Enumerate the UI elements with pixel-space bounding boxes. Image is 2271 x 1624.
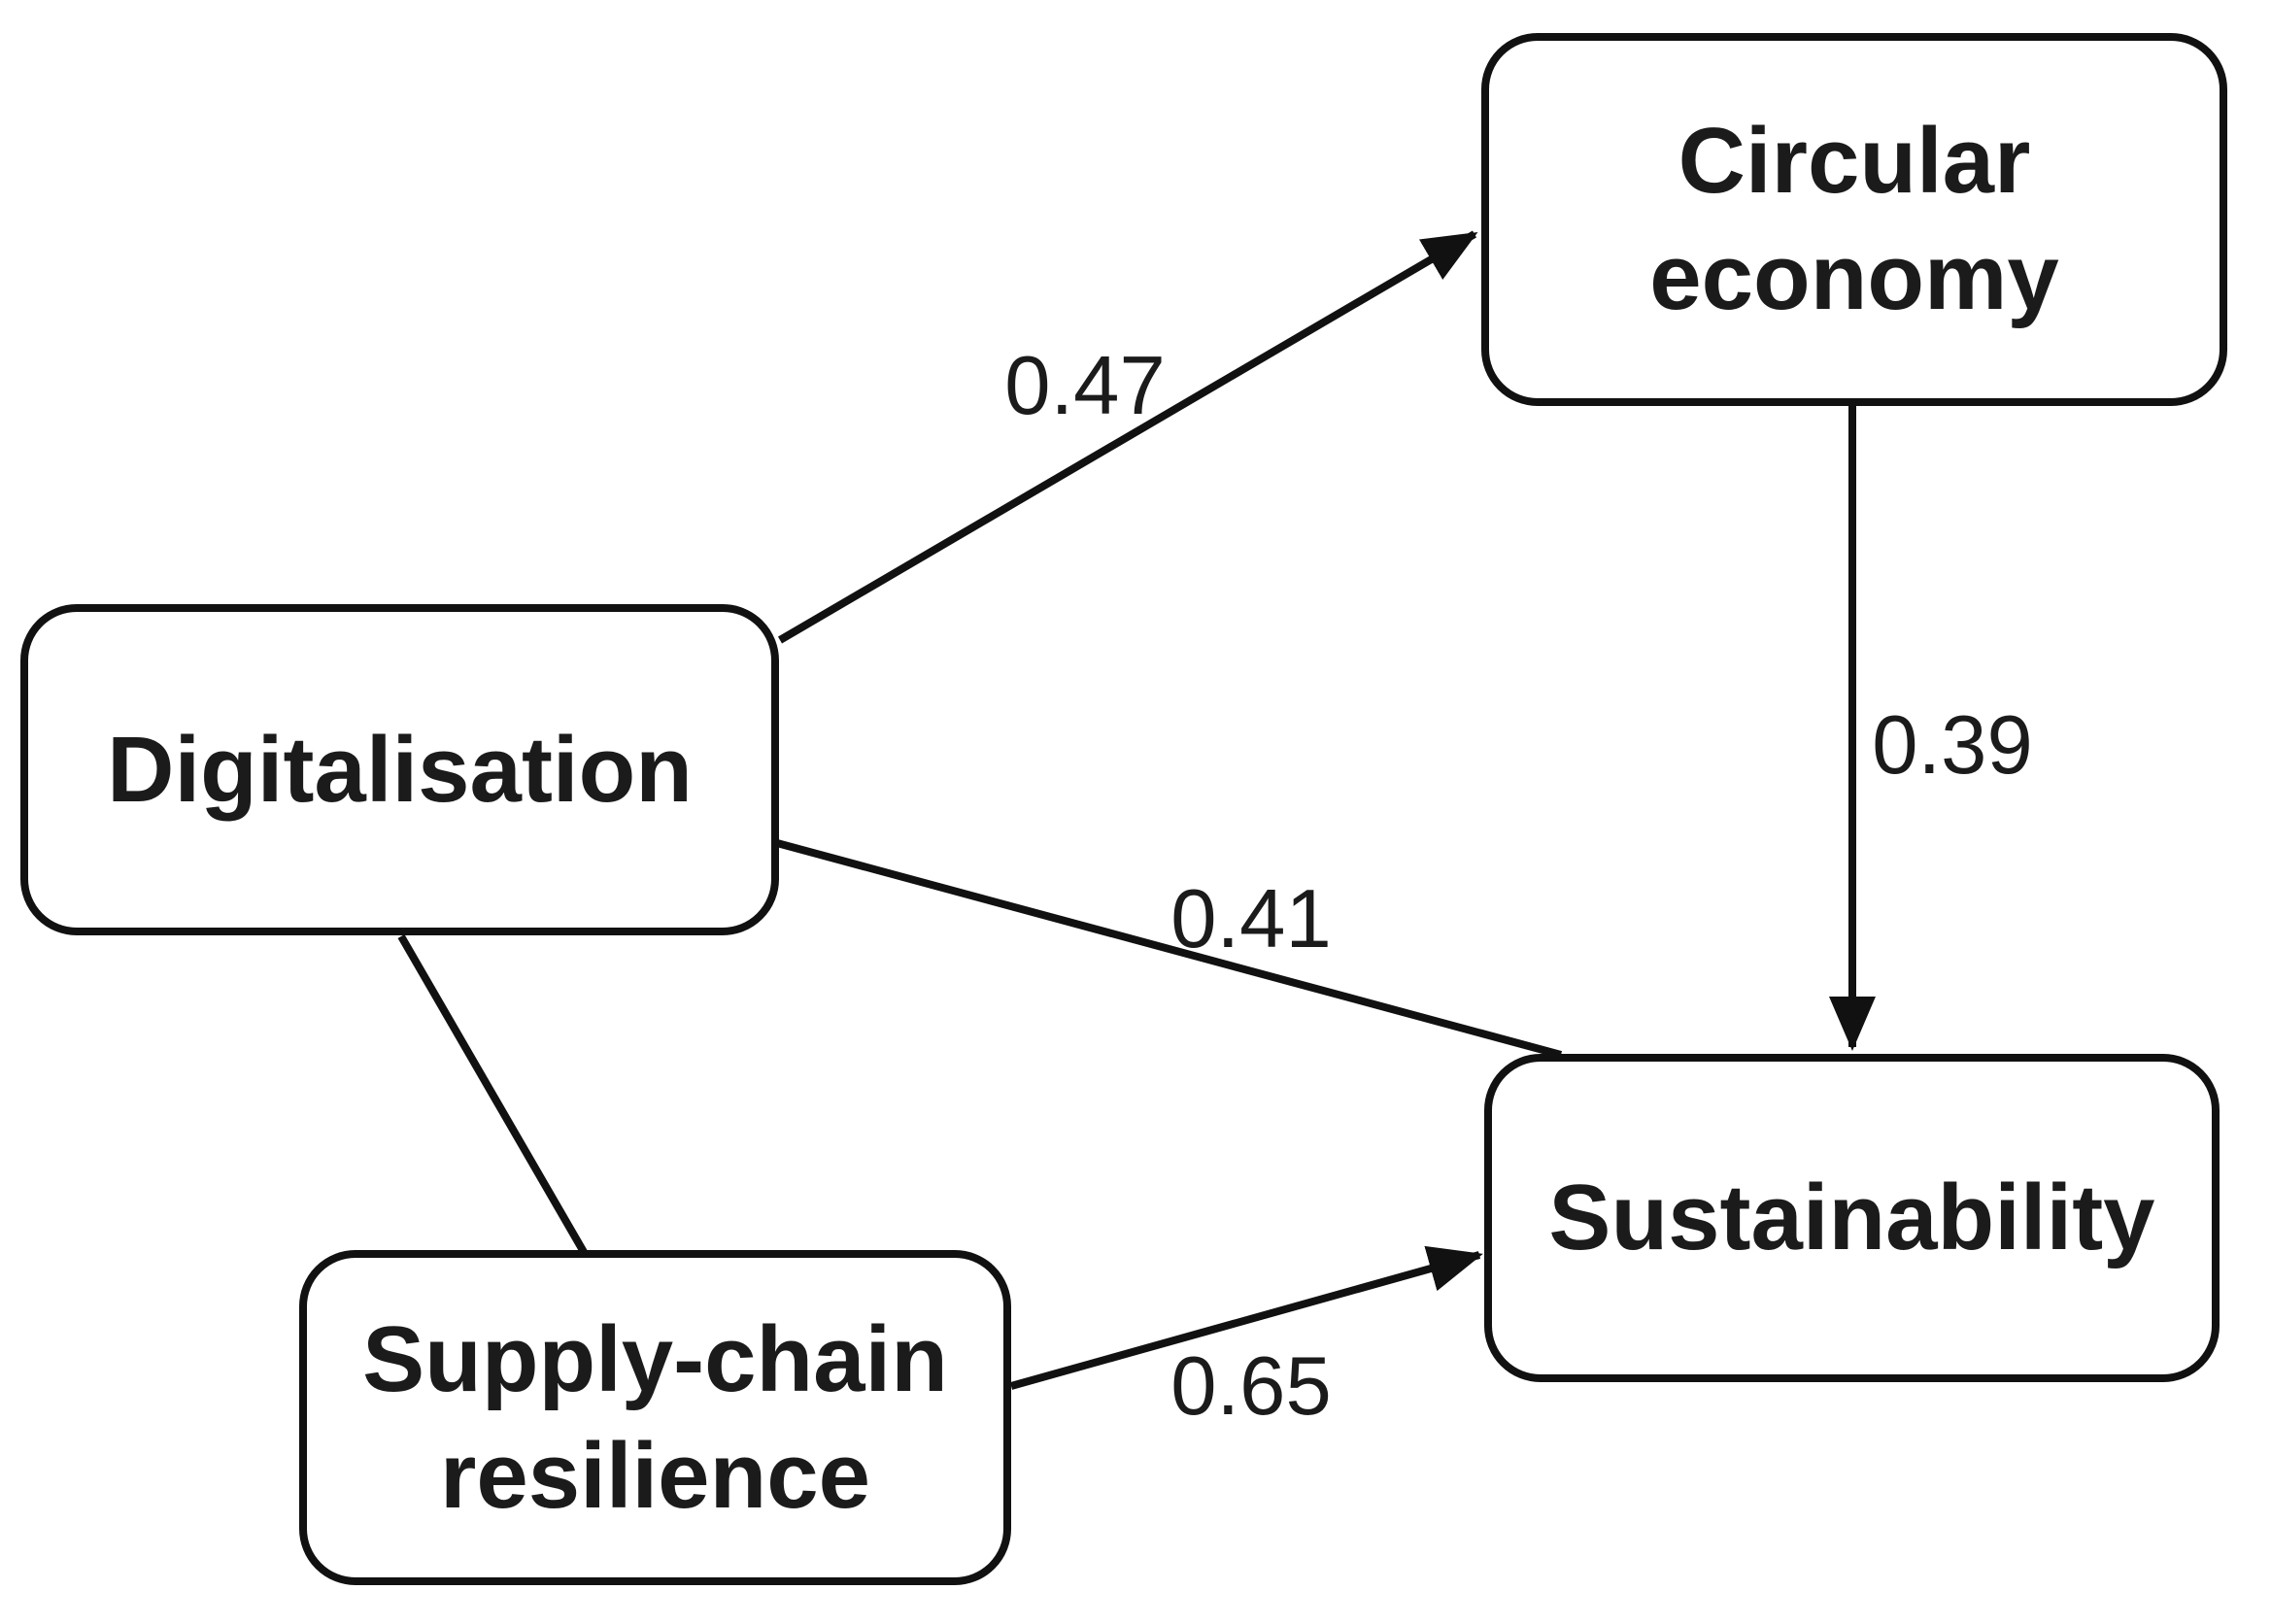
node-sustainability-label: Sustainability — [1548, 1166, 2155, 1269]
node-supply-chain-resilience-label: Supply-chain resilience — [362, 1306, 948, 1528]
edge-supply-chain-to-sustainability — [1009, 1245, 1483, 1390]
edge-value-supply-chain-sustainability: 0.65 — [1170, 1340, 1332, 1433]
node-supply-chain-resilience: Supply-chain resilience — [299, 1250, 1011, 1585]
node-sustainability: Sustainability — [1484, 1054, 2220, 1382]
edge-value-digitalisation-sustainability: 0.41 — [1170, 873, 1332, 965]
edge-value-digitalisation-circular-economy: 0.47 — [1004, 340, 1166, 432]
node-circular-economy: Circular economy — [1481, 33, 2227, 406]
node-circular-economy-label: Circular economy — [1649, 109, 2059, 329]
edge-digitalisation-to-supply-chain — [397, 933, 588, 1255]
node-digitalisation: Digitalisation — [20, 604, 779, 935]
node-digitalisation-label: Digitalisation — [107, 717, 693, 822]
edge-digitalisation-to-circular-economy — [777, 230, 1478, 644]
edge-digitalisation-to-sustainability — [775, 839, 1563, 1059]
edge-value-circular-economy-sustainability: 0.39 — [1872, 699, 2033, 792]
